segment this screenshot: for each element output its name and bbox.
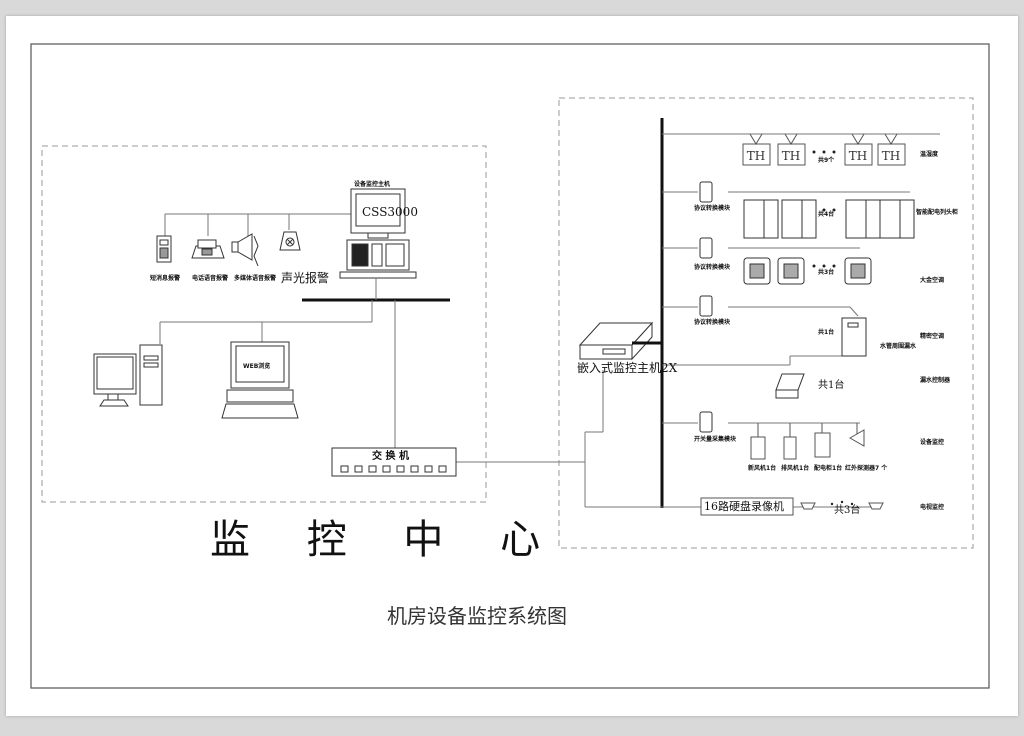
svg-text:TH: TH <box>782 149 800 163</box>
host-screen-text: CSS3000 <box>362 205 418 219</box>
diagram-sheet <box>6 16 1018 716</box>
dvr-label: 16路硬盘录像机 <box>704 500 784 513</box>
svg-text:TH: TH <box>747 149 765 163</box>
leak-controller-count: 共1台 <box>818 380 845 391</box>
water-leak-note: 水管周围漏水 <box>880 343 917 350</box>
equipment-devices <box>750 423 865 460</box>
module-label-2: 协议转换模块 <box>694 264 731 271</box>
switch-label: 交 换 机 <box>372 451 409 462</box>
power-cabinet-icons <box>743 199 915 239</box>
daikin-count: 共3台 <box>818 269 835 276</box>
web-browse-label: WEB浏览 <box>243 363 271 370</box>
camera-icons <box>800 502 884 510</box>
switch-input-module-label: 开关量采集模块 <box>694 436 737 443</box>
fresh-air-fan-label: 新风机1台 <box>748 465 777 472</box>
embedded-controller-icon <box>578 321 654 361</box>
th-labels: TH TH TH TH <box>747 149 900 163</box>
module-label-1: 协议转换模块 <box>694 205 731 212</box>
sms-phone-icon <box>156 235 172 263</box>
controller-label: 嵌入式监控主机2X <box>577 361 678 375</box>
siren-icon <box>279 231 301 251</box>
category-equipment-monitor: 设备监控 <box>920 439 945 446</box>
category-precision-ac: 精密空调 <box>920 333 945 340</box>
monitoring-host-icon <box>339 188 417 279</box>
svg-text:TH: TH <box>849 149 867 163</box>
exhaust-fan-label: 排风机1台 <box>781 465 810 472</box>
sound-light-alarm-label: 声光报警 <box>281 271 330 285</box>
category-video-monitor: 电视监控 <box>920 504 945 511</box>
category-temp-humidity: 温湿度 <box>920 151 939 158</box>
branch-lines <box>584 133 940 508</box>
monitoring-center-label: 监 控 中 心 <box>210 517 563 563</box>
diagram-title: 机房设备监控系统图 <box>387 604 567 628</box>
outer-frame <box>30 43 990 689</box>
module-label-3: 协议转换模块 <box>694 319 731 326</box>
th-count: 共9个 <box>818 157 835 164</box>
workstation-icon <box>93 344 163 407</box>
web-browser-pc-icon <box>221 341 299 419</box>
infrared-detector-label: 红外探测器7 个 <box>845 465 888 472</box>
sms-alarm-label: 短消息报警 <box>150 275 181 282</box>
alarm-bus <box>164 213 356 236</box>
precision-ac-count: 共1台 <box>818 329 835 336</box>
telephone-icon <box>191 239 225 259</box>
monitoring-center-group <box>41 145 487 503</box>
cassette-ac-icons <box>743 257 872 285</box>
category-leak-controller: 漏水控制器 <box>920 377 951 384</box>
leak-controller-icon <box>775 373 805 399</box>
protocol-converter-icons <box>699 181 713 433</box>
precision-ac-icon <box>841 317 867 357</box>
field-devices-group <box>558 97 974 549</box>
svg-text:TH: TH <box>882 149 900 163</box>
dvr-box <box>700 497 794 516</box>
category-power-cabinet: 智能配电列头柜 <box>916 209 959 216</box>
phone-alarm-label: 电话语音报警 <box>192 275 229 282</box>
speaker-icon <box>231 233 259 267</box>
camera-count: 共3台 <box>834 505 861 516</box>
temp-humidity-sensors <box>742 133 906 166</box>
cabinet-count: 共4台 <box>818 211 835 218</box>
category-daikin-ac: 大金空调 <box>920 277 945 284</box>
multimedia-alarm-label: 多媒体语音报警 <box>234 275 277 282</box>
host-caption: 设备监控主机 <box>354 181 391 188</box>
network-switch-icon <box>331 447 457 477</box>
distribution-cabinet-label: 配电柜1台 <box>814 465 843 472</box>
